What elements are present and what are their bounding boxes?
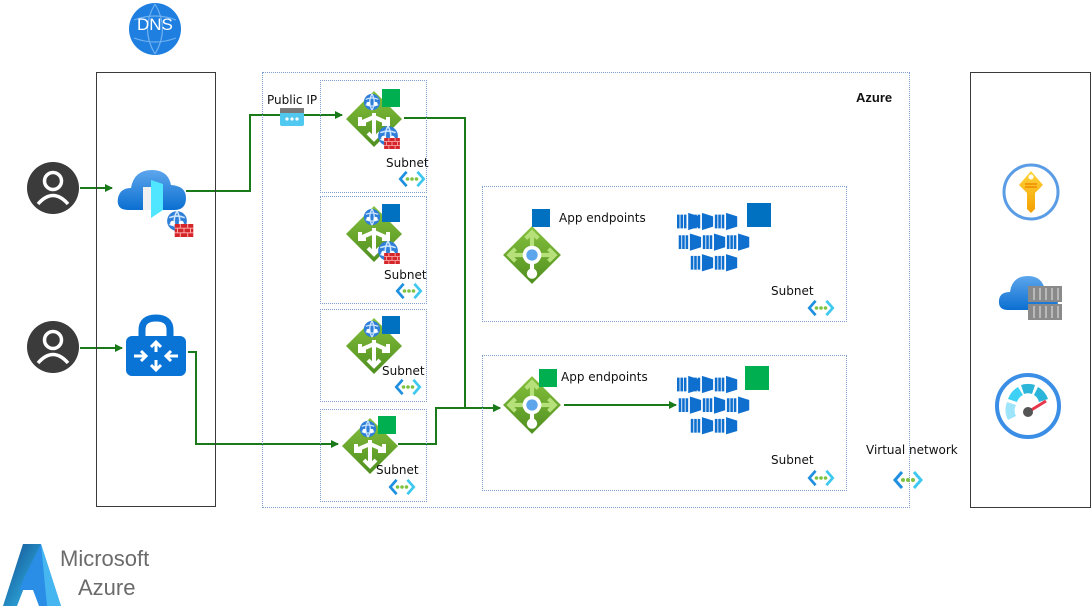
front-door-waf-icon <box>117 170 194 237</box>
logo-azure: Azure <box>78 575 136 600</box>
application-gateway-waf-icon <box>344 89 404 149</box>
vpn-gateway-icon <box>126 314 186 376</box>
application-gateway-icon <box>344 316 404 376</box>
status-badge <box>539 369 557 387</box>
subnet-icon <box>398 170 426 188</box>
shared-services-box <box>970 72 1091 508</box>
app-subnet-1 <box>482 186 847 322</box>
status-badge <box>378 416 396 434</box>
subnet-icon <box>395 282 423 300</box>
user-icon <box>27 162 79 214</box>
subnet-icon <box>388 478 416 496</box>
container-registry-icon <box>998 276 1062 320</box>
public-ip-icon <box>280 108 304 126</box>
status-badge <box>745 366 769 390</box>
subnet-label: Subnet <box>382 364 425 378</box>
application-gateway-waf-icon <box>344 204 404 264</box>
key-vault-icon <box>1002 163 1060 221</box>
gateway-subnet-1 <box>320 80 427 193</box>
wire-vpn-to-appgw4 <box>188 351 339 448</box>
status-badge <box>532 209 550 227</box>
app-endpoints-label: App endpoints <box>559 211 646 225</box>
azure-region-label: Azure <box>856 90 893 105</box>
load-balancer-icon <box>501 209 567 286</box>
kubernetes-cluster-icon <box>677 366 769 438</box>
status-badge <box>747 203 771 227</box>
app-endpoints-label: App endpoints <box>561 370 648 384</box>
subnet-icon <box>394 378 422 396</box>
load-balancer-icon <box>501 369 567 438</box>
app-subnet-2 <box>482 355 847 491</box>
monitor-gauge-icon <box>995 373 1061 439</box>
logo-microsoft: Microsoft <box>60 546 150 571</box>
user-icon <box>27 321 79 373</box>
dns-globe-icon <box>129 3 181 55</box>
gateway-subnet-4 <box>320 409 427 502</box>
virtual-network-icon <box>893 470 923 490</box>
subnet-label: Subnet <box>384 268 427 282</box>
virtual-network-label: Virtual network <box>866 443 958 457</box>
azure-logo-icon <box>3 544 61 606</box>
azure-region-boundary <box>262 72 910 508</box>
subnet-icon <box>807 469 835 487</box>
subnet-label: Subnet <box>376 463 419 477</box>
status-badge <box>382 89 400 107</box>
subnet-label: Subnet <box>771 453 814 467</box>
status-badge <box>382 204 400 222</box>
public-ip-label: Public IP <box>267 93 318 107</box>
subnet-icon <box>807 299 835 317</box>
dns-label: DNS <box>137 15 173 34</box>
application-gateway-icon <box>340 416 400 476</box>
subnet-label: Subnet <box>386 156 429 170</box>
kubernetes-cluster-icon <box>677 203 771 275</box>
gateway-subnet-3 <box>320 309 427 402</box>
subnet-label: Subnet <box>771 284 814 298</box>
wire-appgw4-to-app2 <box>398 404 501 445</box>
status-badge <box>382 316 400 334</box>
edge-services-box <box>96 72 216 507</box>
gateway-subnet-2 <box>320 196 427 304</box>
